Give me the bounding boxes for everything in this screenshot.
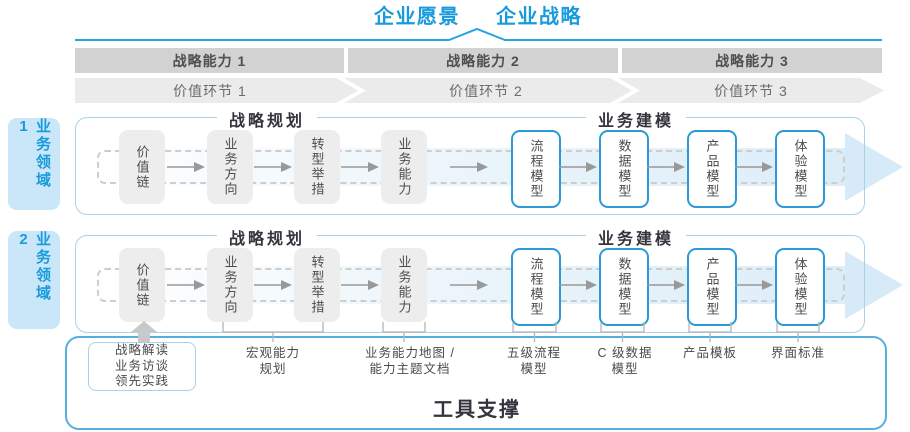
planning-header: 战略规划 <box>216 107 318 131</box>
inputs-line: 业务访谈 <box>114 358 169 373</box>
value-link-2: 价值环节 2 <box>449 82 523 99</box>
domain-label-2: 业务领域 2 <box>8 231 60 329</box>
flow-arrow-icon <box>254 162 292 172</box>
flow-arrow-icon <box>167 280 205 290</box>
annotation-line: 宏观能力 <box>245 346 301 360</box>
box-process-model: 流程模型 <box>511 130 561 208</box>
value-link-3: 价值环节 3 <box>714 82 788 99</box>
annotation-line: 业务能力地图 / <box>365 346 455 360</box>
vision-peak-line <box>75 27 882 41</box>
box-product-model: 产品模型 <box>687 130 737 208</box>
annotation-line: 能力主题文档 <box>369 362 451 376</box>
box-transformation-moves: 转型举措 <box>294 130 340 204</box>
box-experience-model: 体验模型 <box>775 248 825 326</box>
box-value-chain: 价值链 <box>119 130 165 204</box>
flow-arrow-icon <box>647 280 685 290</box>
box-process-model: 流程模型 <box>511 248 561 326</box>
band-frame <box>75 117 865 215</box>
top-title-row: 企业愿景 企业战略 <box>0 0 910 29</box>
annotation-ui-standard: 界面标准 <box>771 345 825 361</box>
flow-band-arrowhead <box>845 133 903 201</box>
box-value-chain: 价值链 <box>119 248 165 322</box>
flow-arrow-icon <box>450 162 488 172</box>
capability-bar-2: 战略能力 2 <box>348 48 618 73</box>
box-data-model: 数据模型 <box>599 130 649 208</box>
strategy-inputs-box: 战略解读 业务访谈 领先实践 <box>88 342 196 391</box>
modeling-header: 业务建模 <box>585 225 687 249</box>
domain-label-1: 业务领域 1 <box>8 118 60 210</box>
flow-arrow-icon <box>167 162 205 172</box>
capability-bar-3: 战略能力 3 <box>622 48 882 73</box>
annotation-line: 规划 <box>259 362 287 376</box>
flow-band-arrowhead <box>845 251 903 319</box>
box-business-capability: 业务能力 <box>381 248 427 322</box>
annotation-product-template: 产品模板 <box>683 345 737 361</box>
annotation-line: 模型 <box>611 362 639 376</box>
flow-arrow-icon <box>559 162 597 172</box>
capability-bar-1: 战略能力 1 <box>75 48 344 73</box>
flow-arrow-icon <box>341 280 379 290</box>
band-frame <box>75 235 865 333</box>
annotation-line: C 级数据 <box>597 346 653 360</box>
business-domain-band-2: 战略规划 业务建模 价值链 业务方向 转型举措 业务能力 流程模型 数据模型 产… <box>75 225 907 333</box>
inputs-line: 战略解读 <box>114 343 169 358</box>
box-business-direction: 业务方向 <box>207 130 253 204</box>
tool-support-label: 工具支撑 <box>433 399 521 421</box>
modeling-header: 业务建模 <box>585 107 687 131</box>
annotation-line: 产品模板 <box>682 346 738 360</box>
annotation-line: 五级流程 <box>506 346 562 360</box>
box-business-capability: 业务能力 <box>381 130 427 204</box>
box-experience-model: 体验模型 <box>775 130 825 208</box>
flow-arrow-icon <box>647 162 685 172</box>
annotation-line: 模型 <box>520 362 548 376</box>
annotation-macro-capability-planning: 宏观能力 规划 <box>246 345 300 377</box>
flow-arrow-icon <box>735 280 773 290</box>
dashed-track <box>97 150 845 184</box>
inputs-line: 领先实践 <box>114 374 169 389</box>
annotation-level5-process-model: 五级流程 模型 <box>507 345 561 377</box>
flow-arrow-icon <box>254 280 292 290</box>
box-business-direction: 业务方向 <box>207 248 253 322</box>
flow-arrow-icon <box>735 162 773 172</box>
annotation-capability-map-docs: 业务能力地图 / 能力主题文档 <box>365 345 455 377</box>
dashed-track <box>97 268 845 302</box>
annotation-c-level-data-model: C 级数据 模型 <box>597 345 652 377</box>
box-data-model: 数据模型 <box>599 248 649 326</box>
box-transformation-moves: 转型举措 <box>294 248 340 322</box>
planning-header: 战略规划 <box>216 225 318 249</box>
vision-title: 企业愿景 <box>374 6 460 28</box>
strategy-title: 企业战略 <box>496 6 582 28</box>
annotation-line: 界面标准 <box>770 346 826 360</box>
flow-arrow-icon <box>341 162 379 172</box>
box-product-model: 产品模型 <box>687 248 737 326</box>
flow-arrow-icon <box>559 280 597 290</box>
value-link-1: 价值环节 1 <box>173 82 247 99</box>
tool-support-frame <box>65 336 887 430</box>
flow-arrow-icon <box>450 280 488 290</box>
business-domain-band-1: 战略规划 业务建模 价值链 业务方向 转型举措 业务能力 流程模型 数据模型 产… <box>75 107 907 215</box>
